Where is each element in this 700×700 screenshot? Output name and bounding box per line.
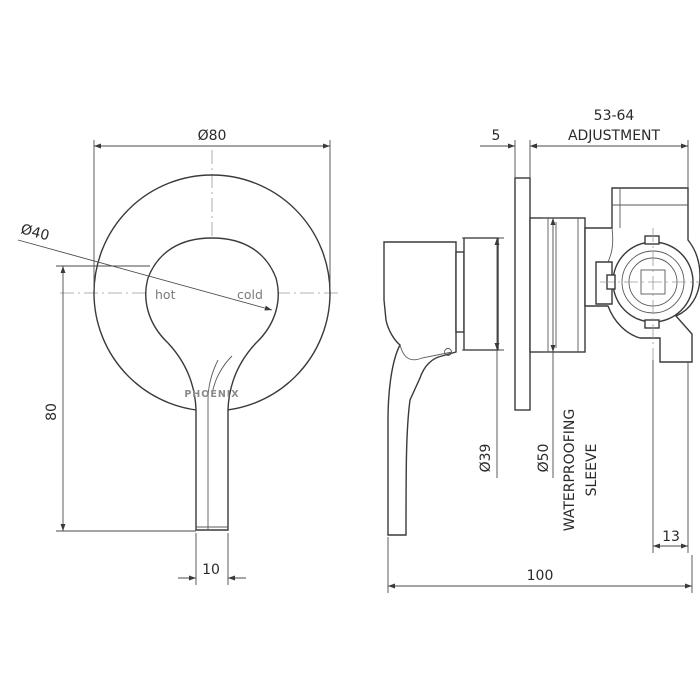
dim-text-adjustment-label: ADJUSTMENT xyxy=(568,128,661,144)
dim-text-height: 80 xyxy=(44,403,60,421)
dim-text-plate-thickness: 5 xyxy=(492,128,501,144)
cold-label: cold xyxy=(237,287,263,302)
dim-text-sleeve-diameter: Ø50 xyxy=(536,444,552,473)
lever-inner-line-left xyxy=(207,359,219,530)
dim-text-handle-width: 10 xyxy=(202,562,220,578)
side-sleeve-body xyxy=(529,217,586,353)
dim-text-plate-diameter: Ø80 xyxy=(198,128,227,144)
dim-text-overall-length: 100 xyxy=(527,568,554,584)
outlet-port-tab-bottom xyxy=(644,319,660,329)
front-view: hot cold PHOENIX Ø80 Ø40 80 10 xyxy=(17,128,340,585)
dim-text-adjustment-range: 53-64 xyxy=(594,108,635,124)
brand-logo: PHOENIX xyxy=(184,389,239,400)
dim-leader-hub-diameter xyxy=(17,239,273,311)
dim-text-hub-diameter: Ø40 xyxy=(19,221,51,244)
handle-outline xyxy=(145,237,279,531)
sleeve-label-line-1: WATERPROOFING xyxy=(562,409,578,531)
lever-inner-line-right xyxy=(211,355,233,396)
side-view: 5 53-64 ADJUSTMENT Ø39 Ø50 WATERPROOFING… xyxy=(383,108,700,593)
outlet-port-tab-top xyxy=(644,235,660,245)
side-handle-outline xyxy=(383,241,457,536)
side-hub-body xyxy=(463,237,499,351)
sleeve-label-line-2: SLEEVE xyxy=(584,444,600,497)
hot-label: hot xyxy=(155,287,176,302)
side-cover-plate xyxy=(514,177,531,411)
dim-text-outlet-offset: 13 xyxy=(662,529,680,545)
side-handle-lower-curve xyxy=(399,344,453,361)
side-hub-ring xyxy=(455,251,465,333)
dim-text-hub-diameter: Ø39 xyxy=(478,444,494,473)
side-handle-screw xyxy=(444,348,452,356)
side-valve-lug-left xyxy=(595,261,613,305)
